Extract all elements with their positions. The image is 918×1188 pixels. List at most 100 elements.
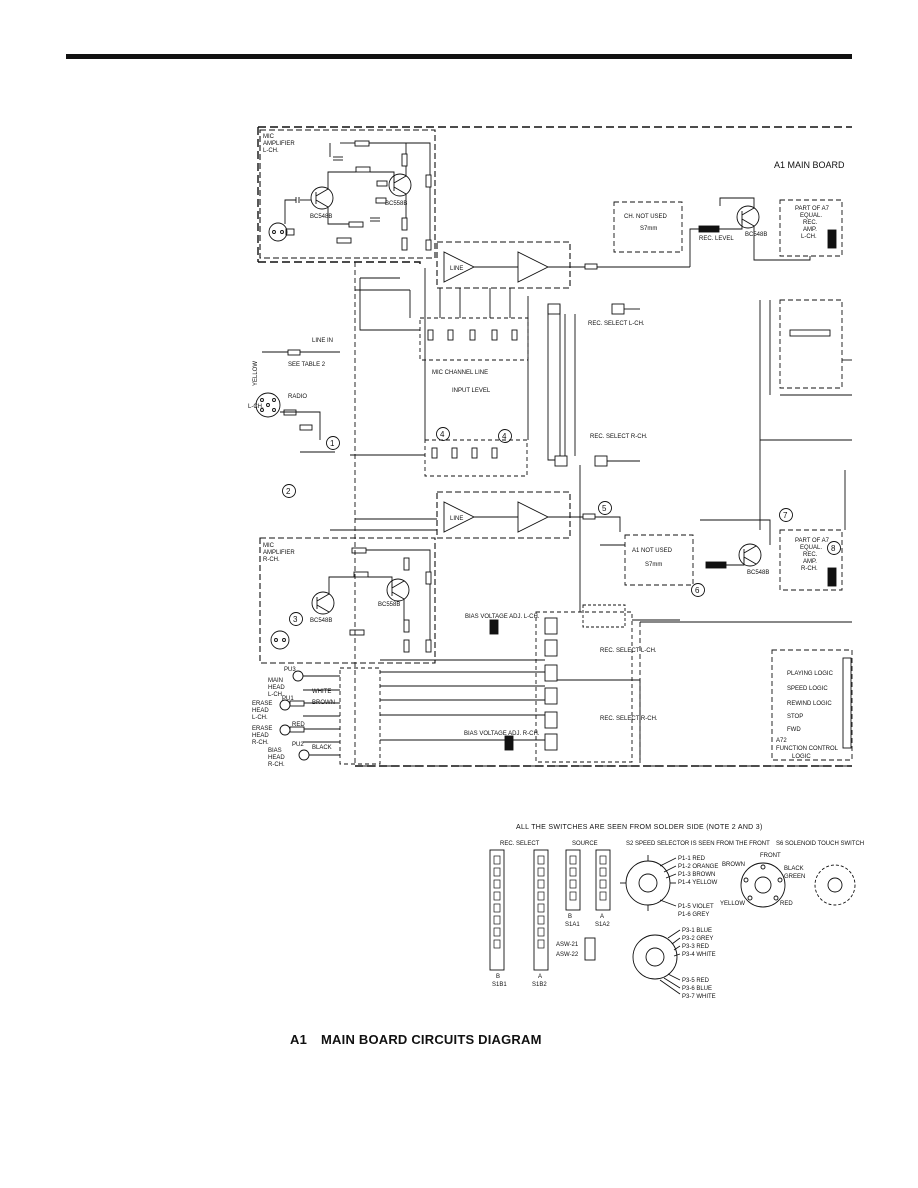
svg-text:WHITE: WHITE — [312, 689, 331, 695]
svg-text:PU1: PU1 — [282, 696, 294, 702]
svg-text:REC.: REC. — [803, 220, 818, 226]
svg-text:LINE: LINE — [450, 516, 463, 522]
svg-text:RED: RED — [780, 901, 793, 907]
svg-text:P1-5 VIOLET: P1-5 VIOLET — [678, 904, 714, 910]
tr-l2-label: BC558B — [385, 201, 407, 207]
svg-text:R-CH.: R-CH. — [268, 762, 285, 768]
svg-text:R-CH.: R-CH. — [263, 557, 280, 563]
svg-text:LINE: LINE — [450, 266, 463, 272]
svg-text:AMPLIFIER: AMPLIFIER — [263, 550, 295, 556]
svg-text:PART OF A7: PART OF A7 — [795, 538, 830, 544]
svg-text:P1-6 GREY: P1-6 GREY — [678, 912, 709, 918]
svg-text:LINE IN: LINE IN — [312, 338, 333, 344]
svg-text:A: A — [538, 974, 542, 980]
svg-text:REC. SELECT R-CH.: REC. SELECT R-CH. — [600, 716, 658, 722]
input-amp-l-block: LINE — [436, 241, 690, 289]
svg-text:P1-3 BROWN: P1-3 BROWN — [678, 872, 715, 878]
switch-lower-rotary: P3-1 BLUE P3-2 GREY P3-3 RED P3-4 WHITE … — [632, 928, 716, 1000]
svg-text:A: A — [600, 914, 604, 920]
line-in-section: LINE IN SEE TABLE 2 YELLOW RADIO L-CH. — [248, 338, 340, 453]
svg-text:P1-4 YELLOW: P1-4 YELLOW — [678, 880, 718, 886]
svg-text:S6 SOLENOID TOUCH SWITCH: S6 SOLENOID TOUCH SWITCH — [776, 841, 864, 847]
svg-text:RADIO: RADIO — [288, 394, 307, 400]
svg-text:CH. NOT USED: CH. NOT USED — [624, 214, 668, 220]
svg-text:4: 4 — [502, 432, 507, 441]
top-rule — [66, 54, 852, 59]
input-amp-r-block: LINE — [330, 439, 621, 539]
svg-text:5: 5 — [602, 504, 607, 513]
svg-text:8: 8 — [831, 544, 836, 553]
svg-text:SPEED LOGIC: SPEED LOGIC — [787, 686, 828, 692]
svg-text:P3-1 BLUE: P3-1 BLUE — [682, 928, 712, 934]
main-board-boundary — [257, 126, 852, 767]
tr-bias-l-label: BC548B — [745, 232, 767, 238]
svg-text:REC. SELECT L-CH.: REC. SELECT L-CH. — [588, 321, 645, 327]
svg-text:L-CH.: L-CH. — [801, 234, 817, 240]
function-control-block: PLAYING LOGIC SPEED LOGIC REWIND LOGIC S… — [640, 621, 853, 761]
svg-text:S7mm: S7mm — [645, 562, 662, 568]
svg-text:RED: RED — [292, 722, 305, 728]
svg-text:B: B — [496, 974, 500, 980]
rec-select-mid: REC. SELECT L-CH. REC. SELECT R-CH. — [547, 303, 648, 467]
svg-text:P3-4 WHITE: P3-4 WHITE — [682, 952, 716, 958]
rec-select-switch-block: REC. SELECT L-CH. REC. SELECT R-CH. BIAS… — [380, 604, 680, 763]
svg-text:BIAS: BIAS — [268, 748, 282, 754]
svg-text:L-CH.: L-CH. — [252, 715, 268, 721]
svg-text:2: 2 — [286, 487, 291, 496]
svg-text:S7mm: S7mm — [640, 226, 657, 232]
svg-text:BLACK: BLACK — [312, 745, 332, 751]
svg-text:HEAD: HEAD — [252, 733, 269, 739]
tr-l1-label: BC548B — [310, 214, 332, 220]
svg-text:BIAS VOLTAGE ADJ. L-CH.: BIAS VOLTAGE ADJ. L-CH. — [465, 614, 540, 620]
svg-text:MIC CHANNEL LINE: MIC CHANNEL LINE — [432, 370, 488, 376]
svg-text:LOGIC: LOGIC — [792, 754, 811, 760]
svg-text:ASW-21: ASW-21 — [556, 942, 579, 948]
svg-text:B: B — [568, 914, 572, 920]
svg-text:REC.: REC. — [803, 552, 818, 558]
svg-text:PU3: PU3 — [284, 667, 296, 673]
svg-text:FUNCTION CONTROL: FUNCTION CONTROL — [776, 746, 839, 752]
svg-text:ERASE: ERASE — [252, 701, 272, 707]
svg-text:3: 3 — [293, 615, 298, 624]
svg-text:REC. SELECT: REC. SELECT — [500, 841, 540, 847]
svg-text:S1B1: S1B1 — [492, 982, 507, 988]
svg-text:REC. SELECT L-CH.: REC. SELECT L-CH. — [600, 648, 657, 654]
mic-amplifier-l-block: MIC AMPLIFIER L-CH. BC548B BC558B — [259, 129, 436, 259]
svg-text:P3-7 WHITE: P3-7 WHITE — [682, 994, 716, 1000]
svg-text:AMP.: AMP. — [803, 227, 817, 233]
caption-text: MAIN BOARD CIRCUITS DIAGRAM — [321, 1032, 542, 1047]
svg-text:SEE TABLE 2: SEE TABLE 2 — [288, 362, 326, 368]
svg-text:STOP: STOP — [787, 714, 803, 720]
svg-text:P3-2 GREY: P3-2 GREY — [682, 936, 713, 942]
svg-text:7: 7 — [783, 511, 788, 520]
svg-text:S1A2: S1A2 — [595, 922, 610, 928]
svg-text:BIAS VOLTAGE ADJ. R-CH.: BIAS VOLTAGE ADJ. R-CH. — [464, 731, 540, 737]
svg-text:PART OF A7: PART OF A7 — [795, 206, 830, 212]
switch-solenoid: S6 SOLENOID TOUCH SWITCH FRONT BROWN BLA… — [720, 841, 864, 908]
svg-text:ERASE: ERASE — [252, 726, 272, 732]
input-connectors-l: MIC CHANNEL LINE INPUT LEVEL — [355, 277, 529, 394]
mic-amp-l-title-1: MIC — [263, 134, 275, 140]
signal-lines — [424, 268, 771, 612]
callouts: 1 2 3 4 4 5 6 7 8 — [282, 427, 841, 626]
svg-text:EQUAL.: EQUAL. — [800, 545, 822, 551]
ch-not-used-r-block: A1 NOT USED S7mm BC548B PART OF A7 EQUAL… — [600, 439, 852, 591]
heads-section: PU3 PU1 PU2 MAIN HEAD L-CH. ERASE HEAD L… — [252, 667, 381, 768]
svg-text:L-CH.: L-CH. — [248, 404, 264, 410]
svg-text:SOURCE: SOURCE — [572, 841, 598, 847]
svg-text:P3-3 RED: P3-3 RED — [682, 944, 710, 950]
svg-text:S1B2: S1B2 — [532, 982, 547, 988]
svg-text:EQUAL.: EQUAL. — [800, 213, 822, 219]
svg-text:FWD: FWD — [787, 727, 801, 733]
mic-amplifier-r-block: MIC AMPLIFIER R-CH. BC548B BC558B — [259, 537, 436, 664]
svg-text:MAIN: MAIN — [268, 678, 283, 684]
svg-text:A72: A72 — [776, 738, 787, 744]
svg-text:6: 6 — [695, 586, 700, 595]
equal-rec-amp-l-block: PART OF A7 EQUAL. REC. AMP. L-CH. — [753, 199, 852, 396]
svg-text:L-CH.: L-CH. — [268, 692, 284, 698]
mic-amp-l-title-3: L-CH. — [263, 148, 279, 154]
tr-bias-r-label: BC548B — [747, 570, 769, 576]
ch-not-used-l-block: CH. NOT USED S7mm BC548B REC. LEVEL — [613, 197, 767, 267]
